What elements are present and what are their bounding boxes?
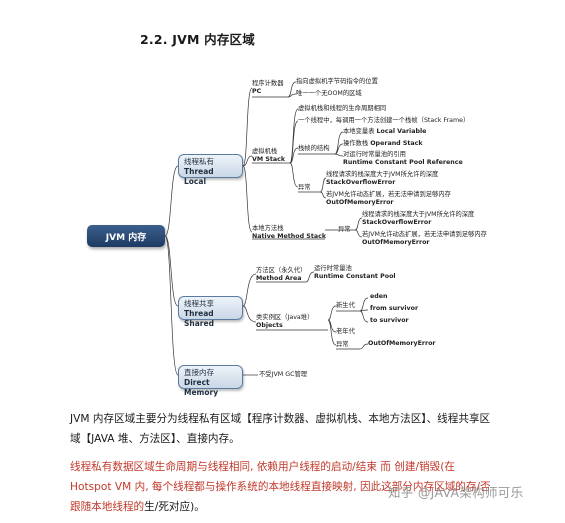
frame-item-constant-pool-ref: 对运行时常量池的引用 Runtime Constant Pool Referen… <box>343 151 463 166</box>
paragraph-2: 线程私有数据区域生命周期与线程相同, 依赖用户线程的启动/结束 而 创建/销毁(… <box>70 457 495 517</box>
direct-memory-note: 不受JVM GC管理 <box>259 371 308 378</box>
thread-local-zh: 线程私有 <box>184 157 214 166</box>
frame-item-operand-stack: 操作数栈 Operand Stack <box>343 140 423 147</box>
native-stack-node: 本地方法栈 Native Method Stack <box>252 225 326 241</box>
watermark: 知乎 @JAVA架构师可乐 <box>388 485 524 500</box>
direct-memory-node: 直接内存 Direct Memory <box>178 365 243 397</box>
native-exception-sof: 线程请求的栈深度大于JVM所允许的深度 StackOverflowError <box>362 211 475 226</box>
thread-shared-node: 线程共享 Thread Shared <box>178 296 243 328</box>
young-eden: eden <box>370 293 388 300</box>
vm-stack-exception-oom: 若JVM允许动态扩展，若无法申请到足够内存 OutOfMemoryError <box>326 191 451 206</box>
native-exception-label: 异常 <box>338 226 351 233</box>
objects-node: 类实例区（Java堆） Objects <box>256 314 314 329</box>
vm-stack-note-1: 虚拟机栈和线程的生命周期相同 <box>298 105 387 112</box>
mindmap-connectors <box>164 81 369 376</box>
paragraph-2-black: 生/死对应)。 <box>144 501 205 513</box>
vm-stack-exception-sof: 线程请求的栈深度大于JVM所允许的深度 StackOverflowError <box>326 171 439 186</box>
vm-stack-note-2: 一个线程中，每调用一个方法创建一个栈帧（Stack Frame） <box>298 117 470 124</box>
vm-stack-exception-label: 异常 <box>298 184 311 191</box>
runtime-constant-pool: 运行时常量池 Runtime Constant Pool <box>314 265 396 280</box>
native-exception-oom: 若JVM允许动态扩展，若无法申请到足够内存 OutOfMemoryError <box>362 231 487 246</box>
direct-memory-en: Direct Memory <box>184 378 219 397</box>
vm-stack-node: 虚拟机栈 VM Stack <box>252 148 285 164</box>
paragraph-2-red: 线程私有数据区域生命周期与线程相同, 依赖用户线程的启动/结束 而 创建/销毁(… <box>70 461 491 513</box>
thread-shared-en: Thread Shared <box>184 309 214 328</box>
young-gen-label: 新生代 <box>336 302 355 309</box>
thread-local-en: Thread Local <box>184 167 214 186</box>
native-stack-zh: 本地方法栈 <box>252 225 284 232</box>
vm-stack-en: VM Stack <box>252 156 286 163</box>
young-from-survivor: from survivor <box>370 305 419 312</box>
thread-shared-zh: 线程共享 <box>184 299 214 308</box>
pc-node: 程序计数器 PC <box>252 80 283 96</box>
pc-zh: 程序计数器 <box>252 80 284 87</box>
heap-exception-label: 异常 <box>336 341 349 348</box>
old-gen-label: 老年代 <box>336 328 355 335</box>
pc-note-1: 指向虚拟机字节码指令的位置 <box>296 78 378 85</box>
young-to-survivor: to survivor <box>370 317 409 324</box>
vm-stack-zh: 虚拟机栈 <box>252 148 278 155</box>
thread-local-node: 线程私有 Thread Local <box>178 154 243 186</box>
paragraph-1: JVM 内存区域主要分为线程私有区域【程序计数器、虚拟机栈、本地方法区】、线程共… <box>70 413 491 445</box>
method-area-node: 方法区（永久代） Method Area <box>256 267 307 282</box>
section-heading: 2.2. JVM 内存区域 <box>140 32 255 47</box>
pc-note-2: 唯一一个无OOM的区域 <box>296 90 362 97</box>
pc-en: PC <box>252 88 262 95</box>
heap-exception-oom: OutOfMemoryError <box>368 340 436 347</box>
direct-memory-zh: 直接内存 <box>184 368 214 377</box>
root-node-jvm-memory: JVM 内存 <box>87 225 165 247</box>
frame-structure-label: 栈帧的结构 <box>298 145 330 152</box>
frame-item-local-variable: 本地变量表 Local Variable <box>343 128 427 135</box>
native-stack-en: Native Method Stack <box>252 233 327 240</box>
